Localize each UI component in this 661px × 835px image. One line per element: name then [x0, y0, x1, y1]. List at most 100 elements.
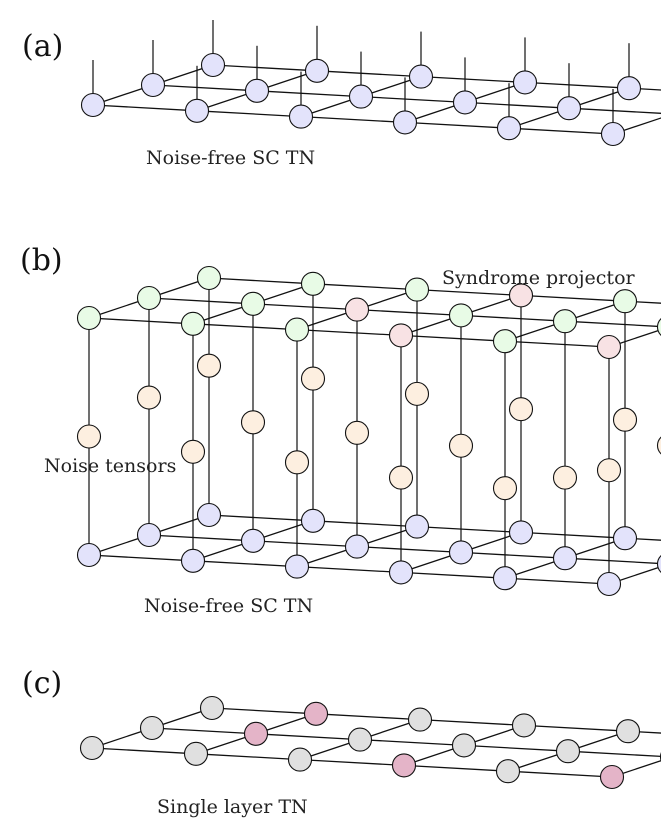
syndrome-projector-node — [196, 265, 222, 291]
lattice-a-node — [184, 98, 210, 123]
syndrome-projector-node — [388, 323, 414, 348]
lattice-a-node — [512, 70, 538, 95]
lattice-b-top-edge-h — [356, 308, 462, 317]
lattice-a-node — [408, 64, 434, 89]
lattice-c-edge-h — [463, 744, 569, 752]
lattice-b-bottom-node — [492, 566, 518, 591]
lattice-b-top-edge-h — [416, 288, 522, 297]
lattice-b-top-edge-h — [88, 317, 194, 325]
panel-b-caption-noise: Noise tensors — [44, 455, 176, 477]
noise-tensor-node — [404, 381, 430, 406]
lattice-b-bottom-node — [404, 514, 430, 539]
syndrome-projector-node — [240, 291, 266, 316]
lattice-b-bottom-node — [552, 546, 578, 571]
lattice-a-edge-h — [316, 70, 422, 78]
lattice-a-node — [304, 58, 330, 83]
lattice-b-bottom-edge-h — [208, 514, 314, 522]
lattice-c-edge-h — [299, 758, 405, 767]
lattice-b-top-edge-h — [400, 334, 506, 342]
lattice-b-top-edge-h — [192, 323, 298, 331]
panel-c-label: (c) — [22, 666, 62, 701]
lattice-b-bottom-node — [612, 526, 638, 551]
syndrome-projector-node — [344, 297, 370, 322]
noise-tensor-node — [76, 424, 102, 449]
lattice-a-edge-h — [628, 87, 661, 91]
syndrome-projector-node — [404, 277, 430, 302]
lattice-a-edge-h — [92, 104, 198, 112]
lattice-a-edge-h — [404, 121, 510, 129]
lattice-b-bottom-edge-h — [520, 531, 626, 539]
lattice-b-bottom-edge-h — [400, 571, 506, 579]
lattice-c-node — [511, 713, 537, 738]
lattice-b-bottom-node — [388, 560, 414, 585]
lattice-a-node — [452, 90, 478, 115]
syndrome-projector-node — [552, 309, 578, 334]
lattice-b-bottom-edge-h — [504, 577, 610, 585]
noise-tensor-node — [240, 410, 266, 435]
lattice-c-node — [79, 735, 105, 761]
lattice-c-node — [287, 747, 313, 772]
lattice-a-node — [556, 96, 582, 121]
lattice-b-bottom-edge-h — [416, 525, 522, 534]
lattice-b-top-edge-h — [460, 314, 566, 322]
panel-b-caption-bottom: Noise-free SC TN — [144, 595, 313, 617]
panel-a-label: (a) — [22, 29, 63, 64]
syndrome-projector-node — [448, 303, 474, 328]
panel-a: (a) Noise-free SC TN — [22, 20, 661, 169]
lattice-a-edge-h — [152, 84, 258, 92]
lattice-a-node — [348, 84, 374, 109]
lattice-b-bottom-node — [180, 548, 206, 573]
lattice-b-bottom-edge-h — [148, 534, 254, 542]
lattice-c-edge-h — [523, 724, 629, 732]
lattice-b-bottom-edge-h — [564, 557, 661, 565]
lattice-c-edge-h — [255, 733, 361, 741]
panel-b: (b) Syndrome projector Noise tensors Noi… — [20, 243, 661, 617]
lattice-c-node — [451, 733, 477, 758]
noise-tensor-node — [180, 439, 206, 464]
lattice-a-edge-h — [508, 127, 614, 135]
lattice-c-node — [555, 739, 581, 764]
noise-tensor-node — [344, 420, 370, 445]
syndrome-projector-node — [284, 317, 310, 342]
lattice-a-node — [288, 104, 314, 129]
noise-tensor-node — [552, 465, 578, 490]
lattice-c-edge-h — [627, 730, 661, 734]
lattice-b-bottom-node — [596, 571, 622, 597]
lattice-b-top-edge-h — [148, 297, 254, 305]
lattice-a-node — [140, 72, 166, 98]
lattice-c-edge-h — [151, 727, 257, 735]
lattice-b-bottom-edge-h — [312, 520, 418, 528]
lattice-b-bottom-edge-h — [296, 565, 402, 574]
lattice-c-node — [347, 727, 373, 752]
lattice-b-bottom-node — [240, 528, 266, 553]
lattice-b-top-edge-h — [564, 320, 661, 328]
noise-tensor-node — [196, 353, 222, 378]
lattice-c-node — [139, 715, 165, 741]
lattice-c-node — [391, 753, 417, 778]
lattice-b-bottom-node — [300, 508, 326, 533]
lattice-a-node — [244, 78, 270, 103]
lattice-b-top-edge-h — [312, 283, 418, 291]
noise-tensor-node — [596, 458, 622, 483]
lattice-a-edge-h — [568, 107, 661, 114]
noise-tensor-node — [492, 476, 518, 501]
noise-tensor-node — [448, 433, 474, 458]
lattice-c-node — [183, 741, 209, 766]
lattice-a-node — [600, 121, 626, 147]
lattice-b-bottom-node — [196, 502, 222, 528]
noise-tensor-node — [612, 407, 638, 432]
lattice-c-edge-h — [419, 718, 525, 727]
lattice-a-edge-h — [256, 90, 362, 98]
noise-tensor-node — [656, 436, 661, 455]
syndrome-projector-node — [300, 271, 326, 296]
syndrome-projector-node — [76, 305, 102, 331]
lattice-a-node — [392, 110, 418, 135]
lattice-a-node — [616, 76, 642, 101]
lattice-b-bottom-node — [344, 534, 370, 559]
lattice-b-bottom-node — [284, 554, 310, 579]
lattice-c-node — [199, 695, 225, 721]
lattice-b-top-edge-h — [624, 300, 661, 304]
lattice-c-edge-h — [211, 707, 317, 715]
lattice-b-bottom-node — [448, 540, 474, 565]
panel-b-caption-projector: Syndrome projector — [442, 267, 636, 289]
